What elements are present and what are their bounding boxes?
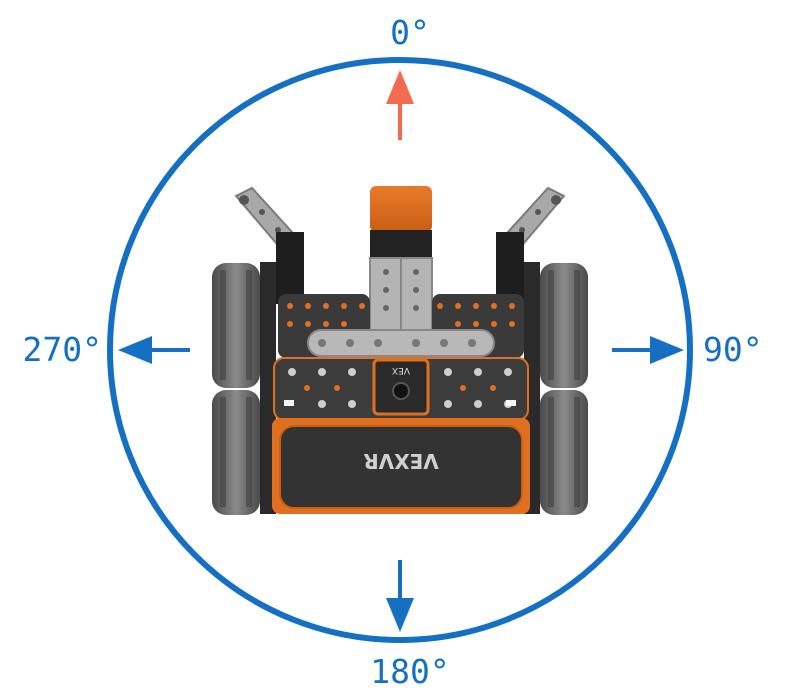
right-arm bbox=[496, 186, 566, 304]
heading-label-270: 270° bbox=[23, 330, 102, 369]
arrow-right-icon bbox=[612, 336, 684, 364]
brain-unit: VEXVR bbox=[272, 418, 530, 514]
heading-label-0: 0° bbox=[390, 13, 430, 52]
top-orange-block bbox=[370, 186, 432, 258]
upper-panel-holes bbox=[287, 303, 515, 327]
arrow-down-icon bbox=[386, 560, 414, 632]
wheel-front-left bbox=[212, 263, 260, 388]
left-arm bbox=[234, 186, 304, 304]
cross-beam bbox=[307, 329, 495, 357]
wheel-rear-left bbox=[212, 390, 260, 515]
sensor-badge-label: VEX bbox=[392, 365, 410, 375]
wheel-rear-right bbox=[540, 390, 588, 515]
heading-label-90: 90° bbox=[703, 330, 763, 369]
heading-circle bbox=[107, 57, 693, 643]
heading-label-180: 180° bbox=[370, 652, 449, 691]
wheel-front-right bbox=[540, 263, 588, 388]
arrow-left-icon bbox=[118, 336, 190, 364]
robot: VEX VEXVR bbox=[212, 186, 588, 515]
brain-badge-label: VEXVR bbox=[363, 449, 438, 473]
sensor-module: VEX bbox=[372, 358, 430, 416]
arrow-up-icon bbox=[386, 70, 414, 140]
